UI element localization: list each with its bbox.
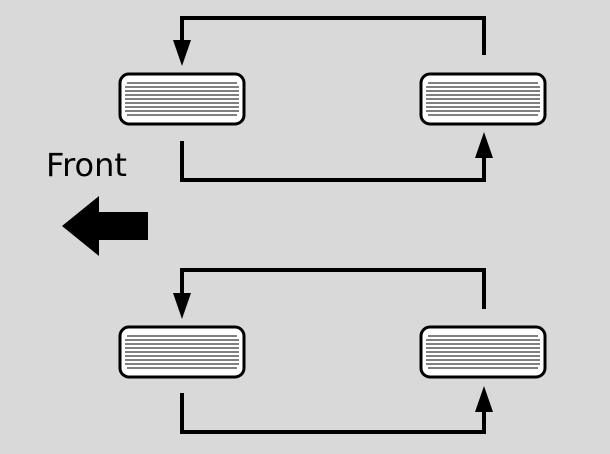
lower-top-arrow (173, 268, 486, 319)
tire-lower-right (419, 325, 547, 379)
front-direction-arrow-icon (62, 196, 148, 256)
tire-upper-right (419, 72, 547, 126)
tire-lower-left (118, 325, 246, 379)
front-direction-label: Front (46, 146, 127, 184)
tire-upper-left (118, 72, 246, 126)
upper-top-arrow (173, 16, 486, 66)
upper-bottom-arrow (180, 132, 493, 182)
lower-bottom-arrow (180, 386, 493, 434)
